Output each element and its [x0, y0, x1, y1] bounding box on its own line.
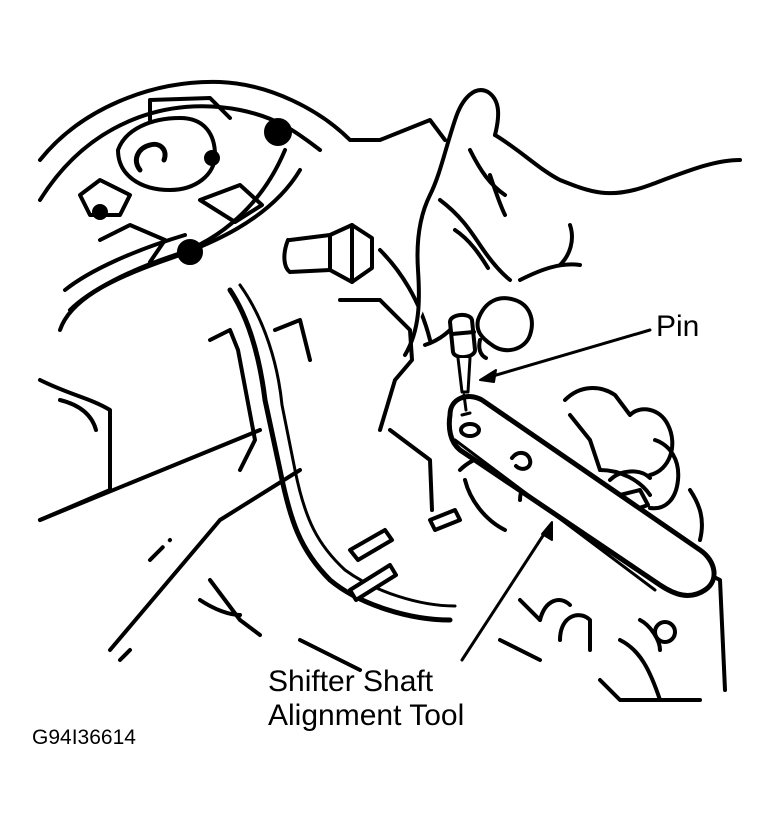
tool-leader-line: [460, 526, 550, 662]
tool-leader-arrow: [541, 521, 553, 541]
alignment-tool-label-line2: Alignment Tool: [268, 699, 465, 732]
pin-leader-arrow: [479, 369, 497, 383]
pin: [448, 313, 477, 417]
alignment-tool-label-line1: Shifter Shaft: [268, 665, 434, 698]
pin-label: Pin: [656, 310, 700, 343]
alignment-tool-label: Shifter Shaft Alignment Tool: [268, 665, 464, 733]
figure-id: G94I36614: [32, 726, 136, 749]
hand: [403, 88, 742, 360]
pin-leader-line: [484, 328, 652, 380]
transmission-case: [38, 79, 727, 702]
alignment-tool: [446, 394, 717, 598]
